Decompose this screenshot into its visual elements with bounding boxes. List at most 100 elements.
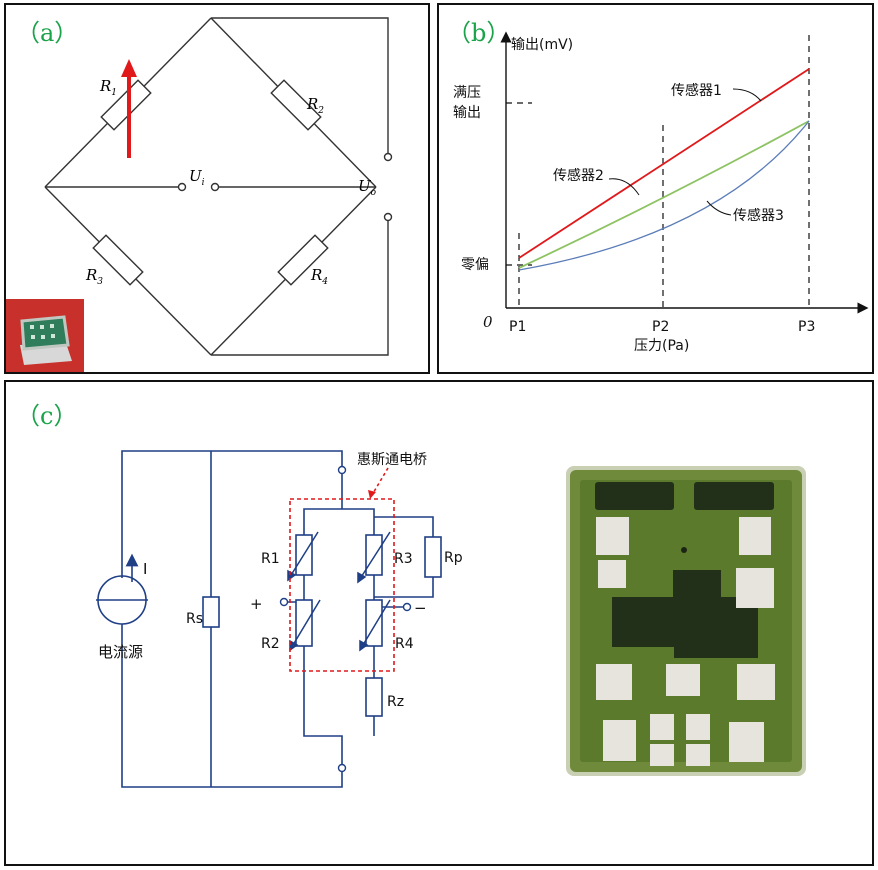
minus-label: − <box>414 599 427 617</box>
series-label-sensor-1: 传感器1 <box>671 82 722 99</box>
chip-photo-thumbnail <box>6 299 84 372</box>
terminal-uo-bottom <box>383 212 393 222</box>
wire-source-top <box>121 450 343 578</box>
wire-bridge-bottom <box>303 646 343 764</box>
wire-rp-top <box>374 516 434 537</box>
chip-pad-l1 <box>596 517 629 555</box>
chip-pad-r2 <box>736 568 774 608</box>
resistor-r3 <box>365 534 383 576</box>
series-sensor-1 <box>518 68 810 259</box>
var-arrow-r3 <box>357 531 391 583</box>
var-arrow-r1 <box>287 531 319 581</box>
rs-label: Rs <box>186 611 203 627</box>
chip-pad-r4 <box>729 722 764 762</box>
var-arrow-r1-head <box>287 569 297 582</box>
rz-label: Rz <box>387 694 404 710</box>
wire-rp-bottom <box>374 577 434 598</box>
label-r1: R <box>99 77 111 95</box>
panel-c-tag: （c） <box>16 402 78 430</box>
label-uo: U <box>358 177 372 195</box>
tick-p1: P1 <box>509 319 526 335</box>
terminal-top <box>337 465 347 475</box>
terminal-plus <box>279 597 289 607</box>
chip-pad-l3 <box>596 664 632 700</box>
panel-b: （b） 输出(mV) 压力(Pa) 0 满压 输出 零偏 <box>437 3 874 374</box>
chip-pad-c1 <box>666 664 700 696</box>
var-arrow-r2-head <box>289 639 299 652</box>
rp-label: Rp <box>444 550 463 566</box>
chip-pad-l4 <box>603 720 636 761</box>
panel-a: （a） R1 <box>4 3 430 374</box>
svg-text:R3: R3 <box>85 266 103 287</box>
full-scale-label-line2: 输出 <box>453 105 481 121</box>
source-label: 电流源 <box>98 643 143 661</box>
origin-label: 0 <box>483 313 493 331</box>
terminal-uo-top <box>383 152 393 162</box>
r4-label: R4 <box>395 636 414 652</box>
series-label-sensor-2: 传感器2 <box>553 167 604 184</box>
terminal-minus <box>402 602 412 612</box>
chip-pad-c3 <box>650 744 674 766</box>
var-arrow-r3-head <box>357 571 367 584</box>
resistor-r2 <box>295 599 313 647</box>
svg-text:Uo: Uo <box>358 177 377 198</box>
variable-arrow-icon <box>121 59 137 77</box>
terminal-ui-left <box>177 182 187 192</box>
resistor-r3 <box>92 234 144 286</box>
var-arrow-r4-head <box>359 639 369 652</box>
chip-pad-l2 <box>598 560 626 588</box>
series-sensor-3 <box>518 120 810 271</box>
output-vs-pressure-chart: 输出(mV) 压力(Pa) 0 满压 输出 零偏 P1 P2 P3 传感器1 传… <box>453 31 869 354</box>
leader-sensor-1 <box>732 88 762 102</box>
wire-output-top <box>211 17 389 153</box>
plus-label: + <box>250 595 263 613</box>
series-sensor-2 <box>518 120 810 269</box>
label-ui: U <box>189 167 203 185</box>
wire-bridge-top <box>303 508 375 560</box>
leader-sensor-3 <box>706 200 732 216</box>
wire-output-bottom <box>211 221 389 356</box>
svg-text:R1: R1 <box>99 77 117 98</box>
bridge-dashed-box <box>289 498 395 672</box>
leader-sensor-2 <box>608 178 640 196</box>
svg-text:R2: R2 <box>306 95 324 116</box>
series-label-sensor-3: 传感器3 <box>733 207 784 224</box>
chip-pad-r1 <box>739 517 771 555</box>
current-label: I <box>143 560 147 578</box>
chip-photo <box>566 466 806 776</box>
zero-offset-label: 零偏 <box>461 257 489 273</box>
bridge-title: 惠斯通电桥 <box>357 452 427 468</box>
r3-label: R3 <box>394 551 413 567</box>
chip-pad-top-left <box>595 482 674 510</box>
label-r2: R <box>306 95 318 113</box>
tick-p3: P3 <box>798 319 815 335</box>
r2-label: R2 <box>261 636 280 652</box>
full-scale-label-line1: 满压 <box>453 85 481 101</box>
current-source-bridge-diagram: 惠斯通电桥 I 电流源 Rs R1 R2 R3 R4 Rp Rz + − <box>96 450 806 788</box>
resistor-r2 <box>270 79 322 131</box>
r1-label: R1 <box>261 551 280 567</box>
terminal-ui-right <box>210 182 220 192</box>
chip-pad-r3 <box>737 664 775 700</box>
label-r3: R <box>85 266 97 284</box>
panel-a-tag: （a） <box>16 19 79 47</box>
x-axis-label: 压力(Pa) <box>634 338 689 354</box>
y-axis-label: 输出(mV) <box>511 37 573 53</box>
chip-pad-c4 <box>686 714 710 740</box>
resistor-r1 <box>100 79 152 131</box>
terminal-bottom <box>337 763 347 773</box>
chip-center-block <box>612 570 758 658</box>
panel-c: （c） <box>4 380 874 866</box>
var-arrow-r4 <box>359 599 391 651</box>
tick-p2: P2 <box>652 319 669 335</box>
resistor-r4 <box>277 234 329 286</box>
bridge-leader-arrow-icon <box>368 490 376 499</box>
var-arrow-r2 <box>289 599 321 651</box>
resistor-rz <box>365 677 383 717</box>
chip-pad-c5 <box>686 744 710 766</box>
chip-pad-c2 <box>650 714 674 740</box>
resistor-r4 <box>365 599 383 647</box>
panel-b-tag: （b） <box>447 19 511 47</box>
bridge-circuit-diagram: R1 R2 R3 R4 Ui Uo <box>6 17 393 372</box>
resistor-rp <box>424 536 442 578</box>
